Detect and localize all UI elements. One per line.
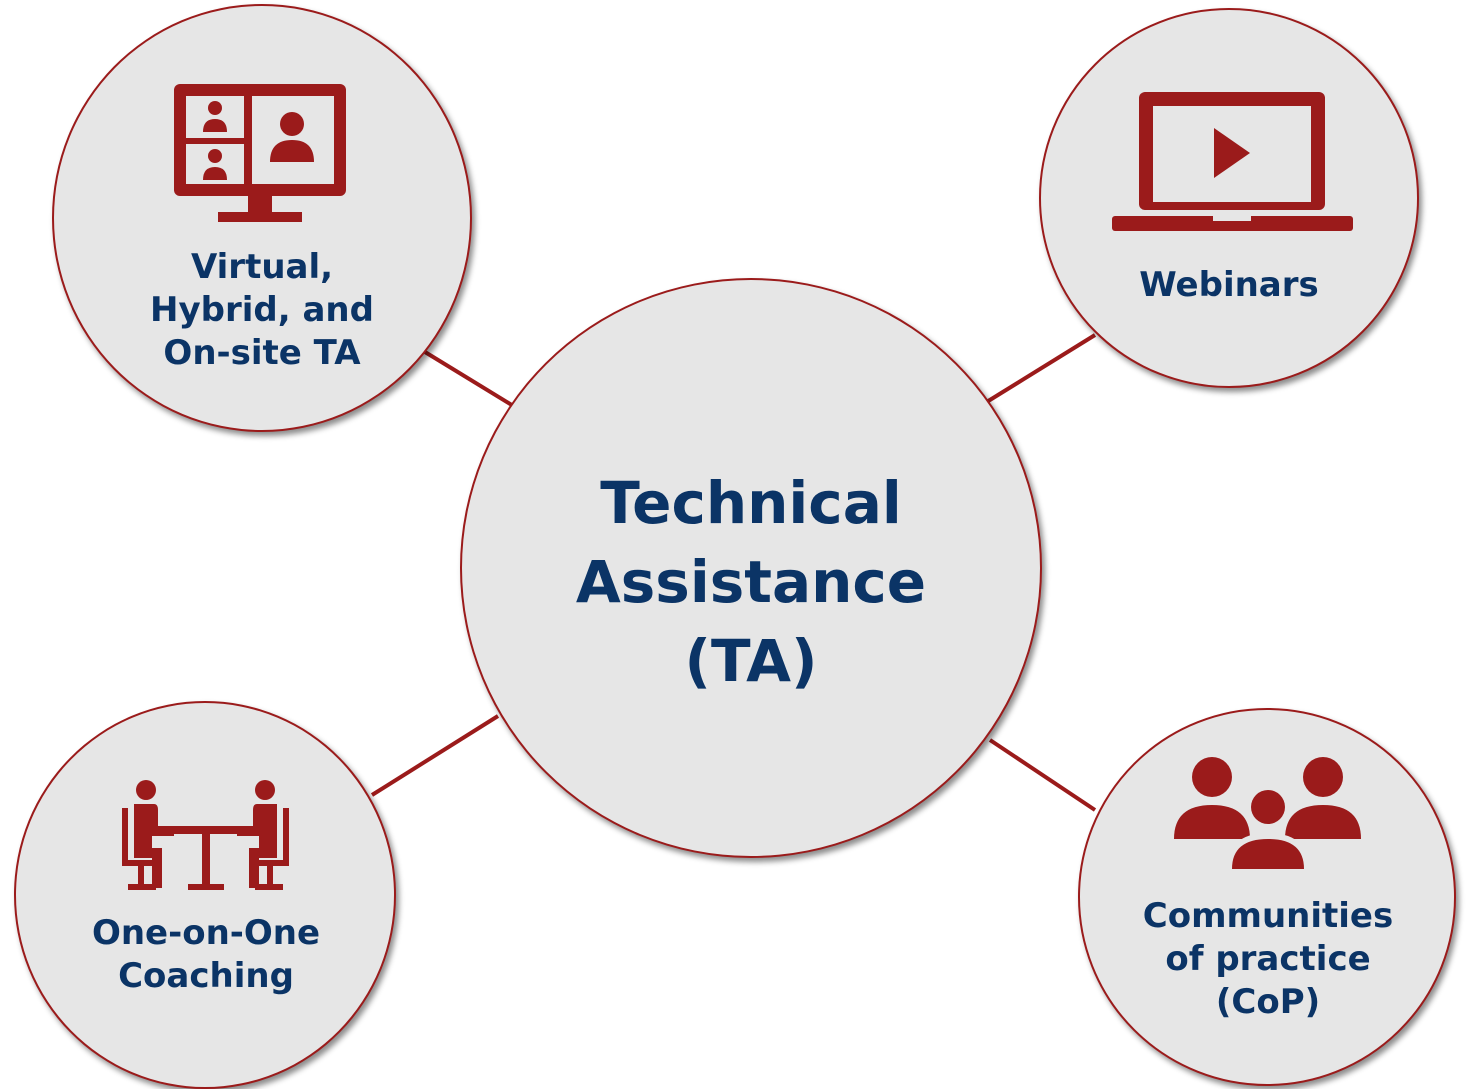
node-webinars-label: Webinars — [1079, 264, 1379, 307]
node-virtual-line-1: Virtual, — [190, 247, 334, 287]
node-coaching-line-2: Coaching — [118, 956, 294, 996]
node-coaching-line-1: One-on-One — [91, 913, 321, 953]
connector-webinars — [983, 333, 1097, 405]
node-virtual-line-2: Hybrid, and — [150, 290, 374, 330]
connector-virtual — [423, 350, 522, 412]
center-line-1: Technical — [600, 469, 902, 537]
node-coaching — [14, 701, 396, 1089]
node-cop-line-2: of practice — [1165, 939, 1371, 979]
node-center — [460, 278, 1042, 858]
node-virtual-line-3: On-site TA — [163, 333, 361, 373]
video-conference-monitor-icon — [174, 84, 346, 222]
center-line-3: (TA) — [684, 627, 818, 695]
group-of-people-icon — [1174, 757, 1361, 873]
node-virtual-label: Virtual, Hybrid, and On-site TA — [112, 246, 412, 375]
node-cop-label: Communities of practice (CoP) — [1118, 895, 1418, 1024]
node-cop-line-3: (CoP) — [1215, 982, 1321, 1022]
two-people-at-table-icon — [122, 780, 289, 890]
center-label: Technical Assistance (TA) — [511, 464, 991, 701]
node-coaching-label: One-on-One Coaching — [56, 912, 356, 998]
node-webinars-line-1: Webinars — [1139, 265, 1319, 305]
connector-cop — [988, 738, 1097, 812]
connector-coaching — [370, 714, 500, 797]
center-line-2: Assistance — [575, 548, 927, 616]
laptop-play-icon — [1112, 92, 1353, 231]
node-cop-line-1: Communities — [1142, 896, 1394, 936]
